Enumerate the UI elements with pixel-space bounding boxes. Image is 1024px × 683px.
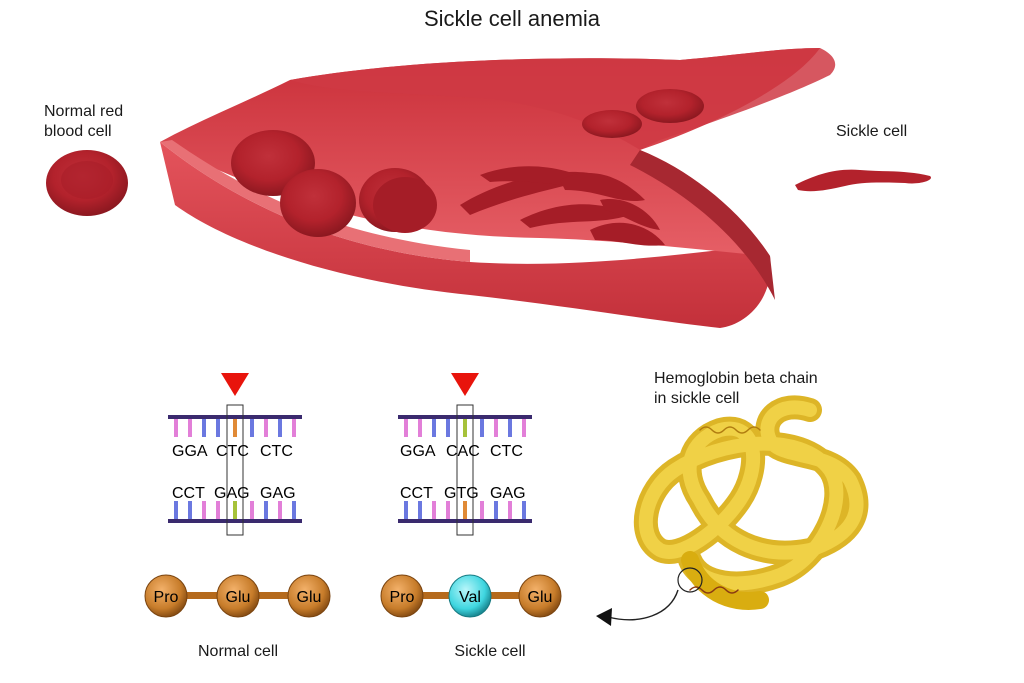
normal-cell-caption: Normal cell [197,643,278,660]
dna-sickle-top-codon-2: CAC [446,443,480,460]
amino-sickle-3: Glu [528,589,553,606]
mutation-marker-sickle [451,373,479,396]
amino-normal-2: Glu [226,589,251,606]
page-title: Sickle cell anemia [423,6,601,31]
normal-rbc-label-line2: blood cell [44,123,112,140]
dna-normal-bottom-codon-2: GAG [214,485,250,502]
amino-acid-chain-normal: Pro Glu Glu [144,574,331,618]
rbc-group-in-vessel [231,89,704,237]
dna-strand-sickle: GGA CAC CTC CCT GTG GAG [398,404,532,536]
dna-normal-bottom-codon-1: CCT [172,485,205,502]
dna-sickle-top-codon-1: GGA [400,443,436,460]
amino-sickle-2: Val [459,589,481,606]
sickle-cell-label: Sickle cell [836,123,908,140]
hemoglobin-beta-chain [633,395,869,610]
pointer-arrow-curve [607,589,679,621]
dna-normal-top-codon-2: CTC [216,443,249,460]
mutation-marker-normal [221,373,249,396]
normal-red-blood-cell [46,150,128,216]
amino-acid-chain-sickle: Pro Val Glu [380,574,562,618]
dna-normal-bottom-codon-3: GAG [260,485,296,502]
dna-sickle-bottom-codon-2: GTG [444,485,479,502]
normal-rbc-label-line1: Normal red [44,103,124,120]
dna-normal-top-codon-3: CTC [260,443,293,460]
sickle-cell-caption: Sickle cell [454,643,526,660]
dna-strand-normal: GGA CTC CTC CCT GAG GAG [168,404,302,536]
amino-normal-1: Pro [154,589,179,606]
sickle-cells-in-vessel [460,166,665,246]
hemoglobin-label-line1: Hemoglobin beta chain [654,370,818,387]
dna-sickle-bottom-codon-3: GAG [490,485,526,502]
dna-sickle-top-codon-3: CTC [490,443,523,460]
sickle-cell-shape [795,169,931,192]
hemoglobin-label-line2: in sickle cell [654,390,740,407]
amino-normal-3: Glu [297,589,322,606]
dna-sickle-bottom-codon-1: CCT [400,485,433,502]
mutation-site-circle [677,567,703,593]
amino-sickle-1: Pro [390,589,415,606]
dna-normal-top-codon-1: GGA [172,443,208,460]
pointer-arrowhead [596,608,612,626]
